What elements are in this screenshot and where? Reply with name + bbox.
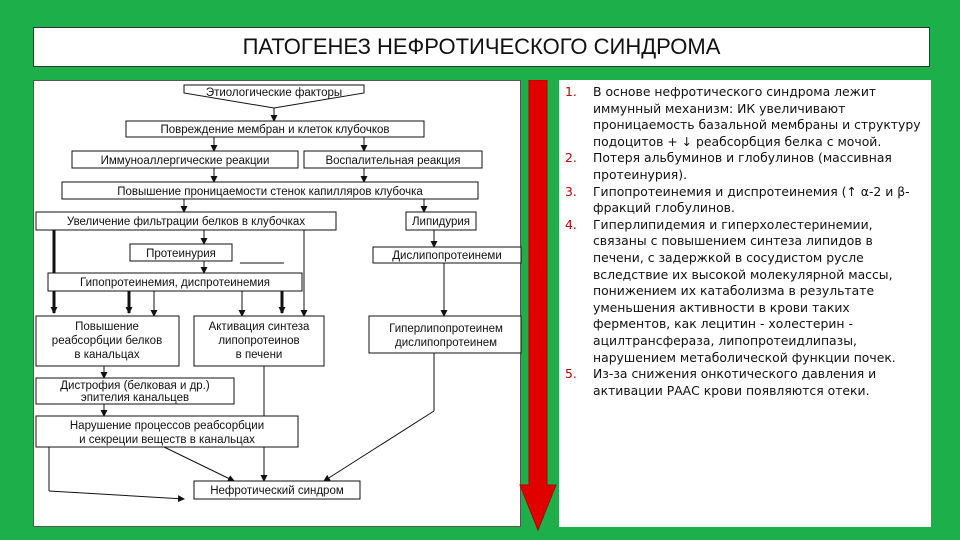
reabsorption-box-line3: в канальцах <box>74 349 139 361</box>
list-item: 3. Гипопротеинемия и диспротеинемия (↑ α-… <box>565 183 925 217</box>
etiology-label: Этиологические факторы <box>206 87 342 99</box>
point-number: 5. <box>565 366 577 382</box>
damage-box: Повреждение мембран и клеток клубочков <box>160 124 389 136</box>
hyperlipo-box-line2: дислипопротеинем <box>395 337 497 349</box>
point-number: 3. <box>565 183 577 199</box>
hyperlipo-box-line1: Гиперлипопротеинем <box>389 323 503 335</box>
dystrophy-box-line1: Дистрофия (белковая и др.) <box>60 380 210 392</box>
point-text: Из-за снижения онкотического давления и … <box>593 366 877 398</box>
proteinuria-box: Протеинурия <box>146 248 216 260</box>
list-item: 4. Гиперлипидемия и гиперхолестеринемии, … <box>565 216 925 366</box>
list-item: 5. Из-за снижения онкотического давления … <box>565 366 925 399</box>
filtration-box: Увеличение фильтрации белков в клубочках <box>67 216 305 228</box>
permeability-box: Повышение проницаемости стенок капилляро… <box>117 186 423 198</box>
disorder-box-line2: и секреции веществ в канальцах <box>79 434 255 446</box>
point-number: 1. <box>565 84 577 99</box>
dystrophy-box-line2: эпителия канальцев <box>81 392 189 404</box>
nephrotic-syndrome-box: Нефротический синдром <box>210 485 344 497</box>
hypoproteinemia-box: Гипопротеинемия, диспротеинемия <box>80 277 270 289</box>
inflammation-box: Воспалительная реакция <box>325 155 460 167</box>
slide-title: ПАТОГЕНЕЗ НЕФРОТИЧЕСКОГО СИНДРОМА <box>33 27 930 67</box>
immuno-box: Иммуноаллергические реакции <box>101 155 270 167</box>
reabsorption-box-line1: Повышение <box>75 321 139 333</box>
list-item: 1. В основе нефротического синдрома лежит… <box>565 84 925 150</box>
explanation-panel: 1. В основе нефротического синдрома лежит… <box>559 80 931 527</box>
point-text: Гиперлипидемия и гиперхолестеринемии, св… <box>593 216 896 365</box>
points-list: 1. В основе нефротического синдрома лежит… <box>563 84 925 399</box>
reabsorption-box-line2: реабсорбции белков <box>52 335 162 347</box>
synthesis-box-line1: Активация синтеза <box>209 321 310 333</box>
point-text: Потеря альбуминов и глобулинов (массивна… <box>593 150 892 182</box>
point-number: 4. <box>565 216 577 232</box>
lipiduria-box: Липидурия <box>412 216 470 228</box>
disorder-box-line1: Нарушение процессов реабсорбции <box>70 420 264 432</box>
synthesis-box-line2: липопротеинов <box>218 335 299 347</box>
point-text: Гипопротеинемия и диспротеинемия (↑ α-2 … <box>593 183 910 216</box>
point-number: 2. <box>565 150 577 166</box>
etiology-arrow <box>183 84 365 109</box>
red-down-arrow <box>519 80 557 532</box>
dyslipoproteinemia-box: Дислипопротеинеми <box>392 250 502 262</box>
point-text: В основе нефротического синдрома лежит и… <box>593 84 921 149</box>
synthesis-box-line3: в печени <box>236 349 283 361</box>
pathogenesis-diagram: Этиологические факторы Повреждение мембр… <box>33 80 522 527</box>
diagram-canvas: Этиологические факторы Повреждение мембр… <box>35 84 522 503</box>
list-item: 2. Потеря альбуминов и глобулинов (массив… <box>565 150 925 183</box>
